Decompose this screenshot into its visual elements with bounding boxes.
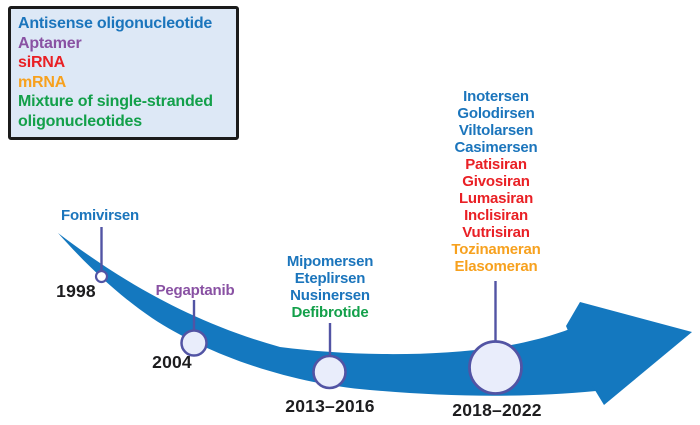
drug-label-nusinersen: Nusinersen: [290, 287, 370, 304]
milestone-marker-2018-2022: [468, 340, 523, 395]
drug-label-viltolarsen: Viltolarsen: [458, 122, 534, 139]
drug-label-eteplirsen: Eteplirsen: [294, 270, 366, 287]
year-label-2018-2022: 2018–2022: [452, 400, 542, 420]
timeline-arrow-shaft: [58, 233, 596, 396]
drug-label-givosiran: Givosiran: [462, 173, 530, 190]
drug-label-casimersen: Casimersen: [454, 139, 538, 156]
legend-item-antisense-oligonucleotide: Antisense oligonucleotide: [18, 15, 213, 32]
drug-list-2013-2016: Mipomersen Eteplirsen Nusinersen Defibro…: [286, 253, 374, 321]
drug-label-mipomersen: Mipomersen: [286, 253, 374, 270]
drug-label-tozinameran: Tozinameran: [451, 241, 541, 258]
drug-label-patisiran: Patisiran: [465, 156, 527, 173]
drug-label-vutrisiran: Vutrisiran: [462, 224, 530, 241]
year-label-1998: 1998: [56, 281, 96, 301]
drug-label-defibrotide: Defibrotide: [291, 304, 369, 321]
legend-box: Antisense oligonucleotide Aptamer siRNA …: [8, 6, 239, 140]
drug-label-inclisiran: Inclisiran: [464, 207, 528, 224]
drug-label-fomivirsen: Fomivirsen: [60, 207, 140, 224]
drug-list-2018-2022: Inotersen Golodirsen Viltolarsen Casimer…: [451, 88, 540, 275]
legend-item-aptamer: Aptamer: [18, 34, 82, 52]
year-label-2013-2016: 2013–2016: [285, 396, 375, 416]
year-label-2004: 2004: [152, 352, 192, 372]
legend-item-mixture: Mixture of single-stranded oligonucleoti…: [18, 93, 213, 130]
milestone-marker-2004: [180, 329, 208, 357]
milestone-marker-2013-2016: [312, 354, 347, 390]
legend-item-sirna: siRNA: [18, 54, 66, 71]
drug-label-lumasiran: Lumasiran: [458, 190, 534, 207]
drug-label-pegaptanib: Pegaptanib: [155, 282, 235, 299]
timeline-arrow-head: [566, 302, 692, 405]
drug-label-inotersen: Inotersen: [463, 88, 529, 105]
drug-label-golodirsen: Golodirsen: [457, 105, 535, 122]
milestone-marker-1998: [94, 269, 109, 284]
legend-item-mrna: mRNA: [18, 73, 67, 91]
drug-label-elasomeran: Elasomeran: [454, 258, 538, 275]
